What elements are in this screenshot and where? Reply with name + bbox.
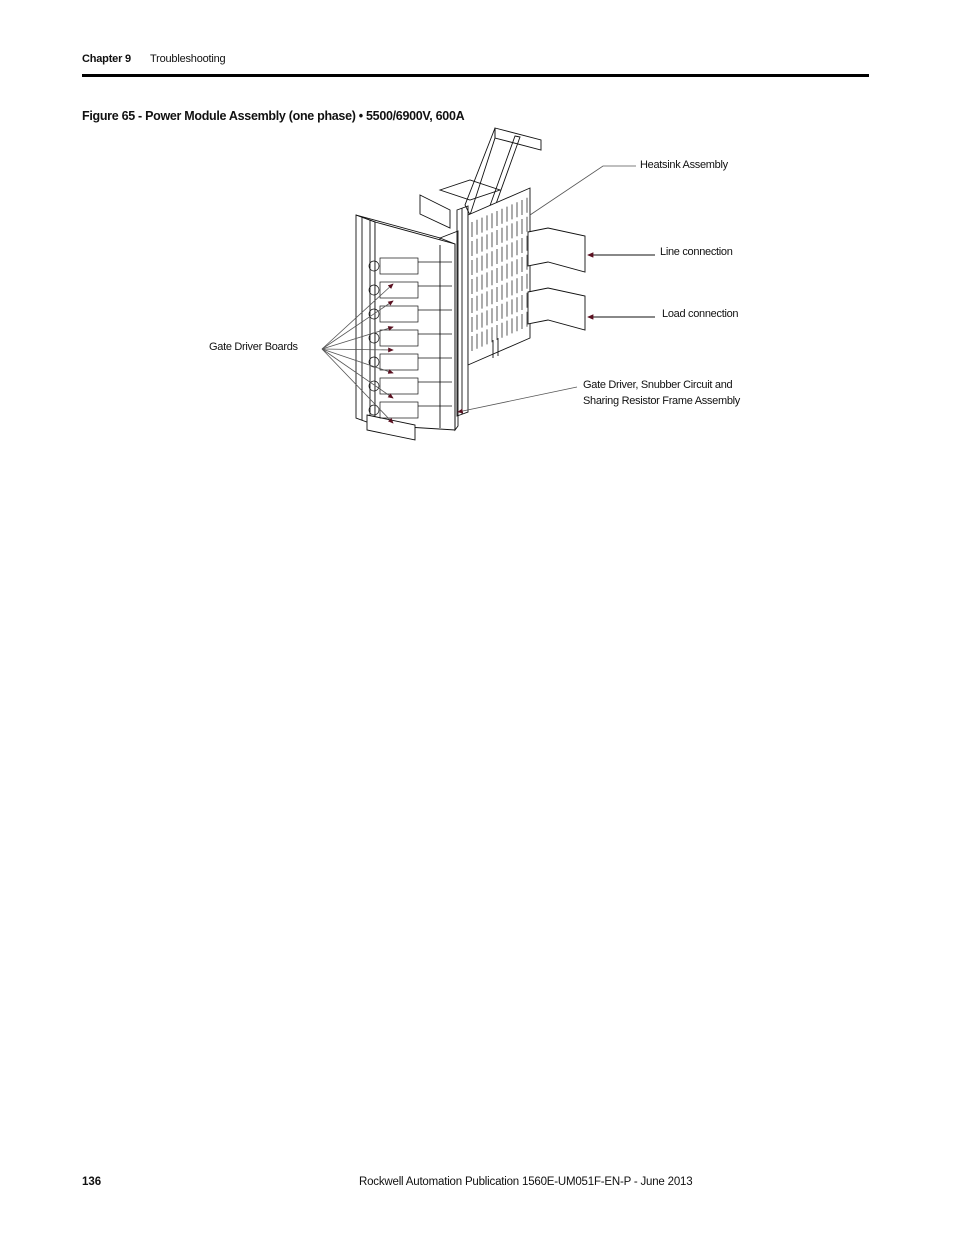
line-connection-plate: [527, 227, 586, 273]
board-connector: [368, 308, 380, 320]
board-connector: [368, 284, 380, 296]
board-connector: [368, 356, 380, 368]
callout-frame-assembly: Gate Driver, Snubber Circuit and Sharing…: [583, 377, 740, 409]
page-number: 136: [82, 1176, 102, 1188]
callout-frame-line1: Gate Driver, Snubber Circuit and: [583, 379, 733, 391]
callout-line-connection: Line connection: [660, 246, 733, 258]
gate-driver-board: [379, 329, 419, 347]
frame-leader: [457, 386, 578, 414]
gate-driver-board: [379, 281, 419, 299]
callout-frame-line2: Sharing Resistor Frame Assembly: [583, 395, 740, 407]
figure-title: Figure 65 - Power Module Assembly (one p…: [82, 109, 465, 123]
load-connection-plate: [527, 287, 586, 331]
gate-driver-board: [379, 377, 419, 395]
gate-driver-board: [379, 305, 419, 323]
top-bracket: [494, 127, 542, 151]
gate-driver-board: [379, 353, 419, 371]
board-connector: [368, 404, 380, 416]
board-connector: [368, 380, 380, 392]
gate-driver-board: [379, 257, 419, 275]
callout-gate-driver-boards: Gate Driver Boards: [209, 341, 298, 353]
section-label: Troubleshooting: [150, 53, 226, 65]
heatsink-fins: [467, 187, 531, 366]
callout-load-connection: Load connection: [662, 308, 739, 320]
publication-info: Rockwell Automation Publication 1560E-UM…: [359, 1176, 693, 1188]
heatsink-leader: [529, 165, 636, 216]
callout-heatsink: Heatsink Assembly: [640, 159, 728, 171]
board-connector: [368, 260, 380, 272]
header-rule: [82, 74, 869, 77]
chapter-label: Chapter 9: [82, 53, 131, 65]
